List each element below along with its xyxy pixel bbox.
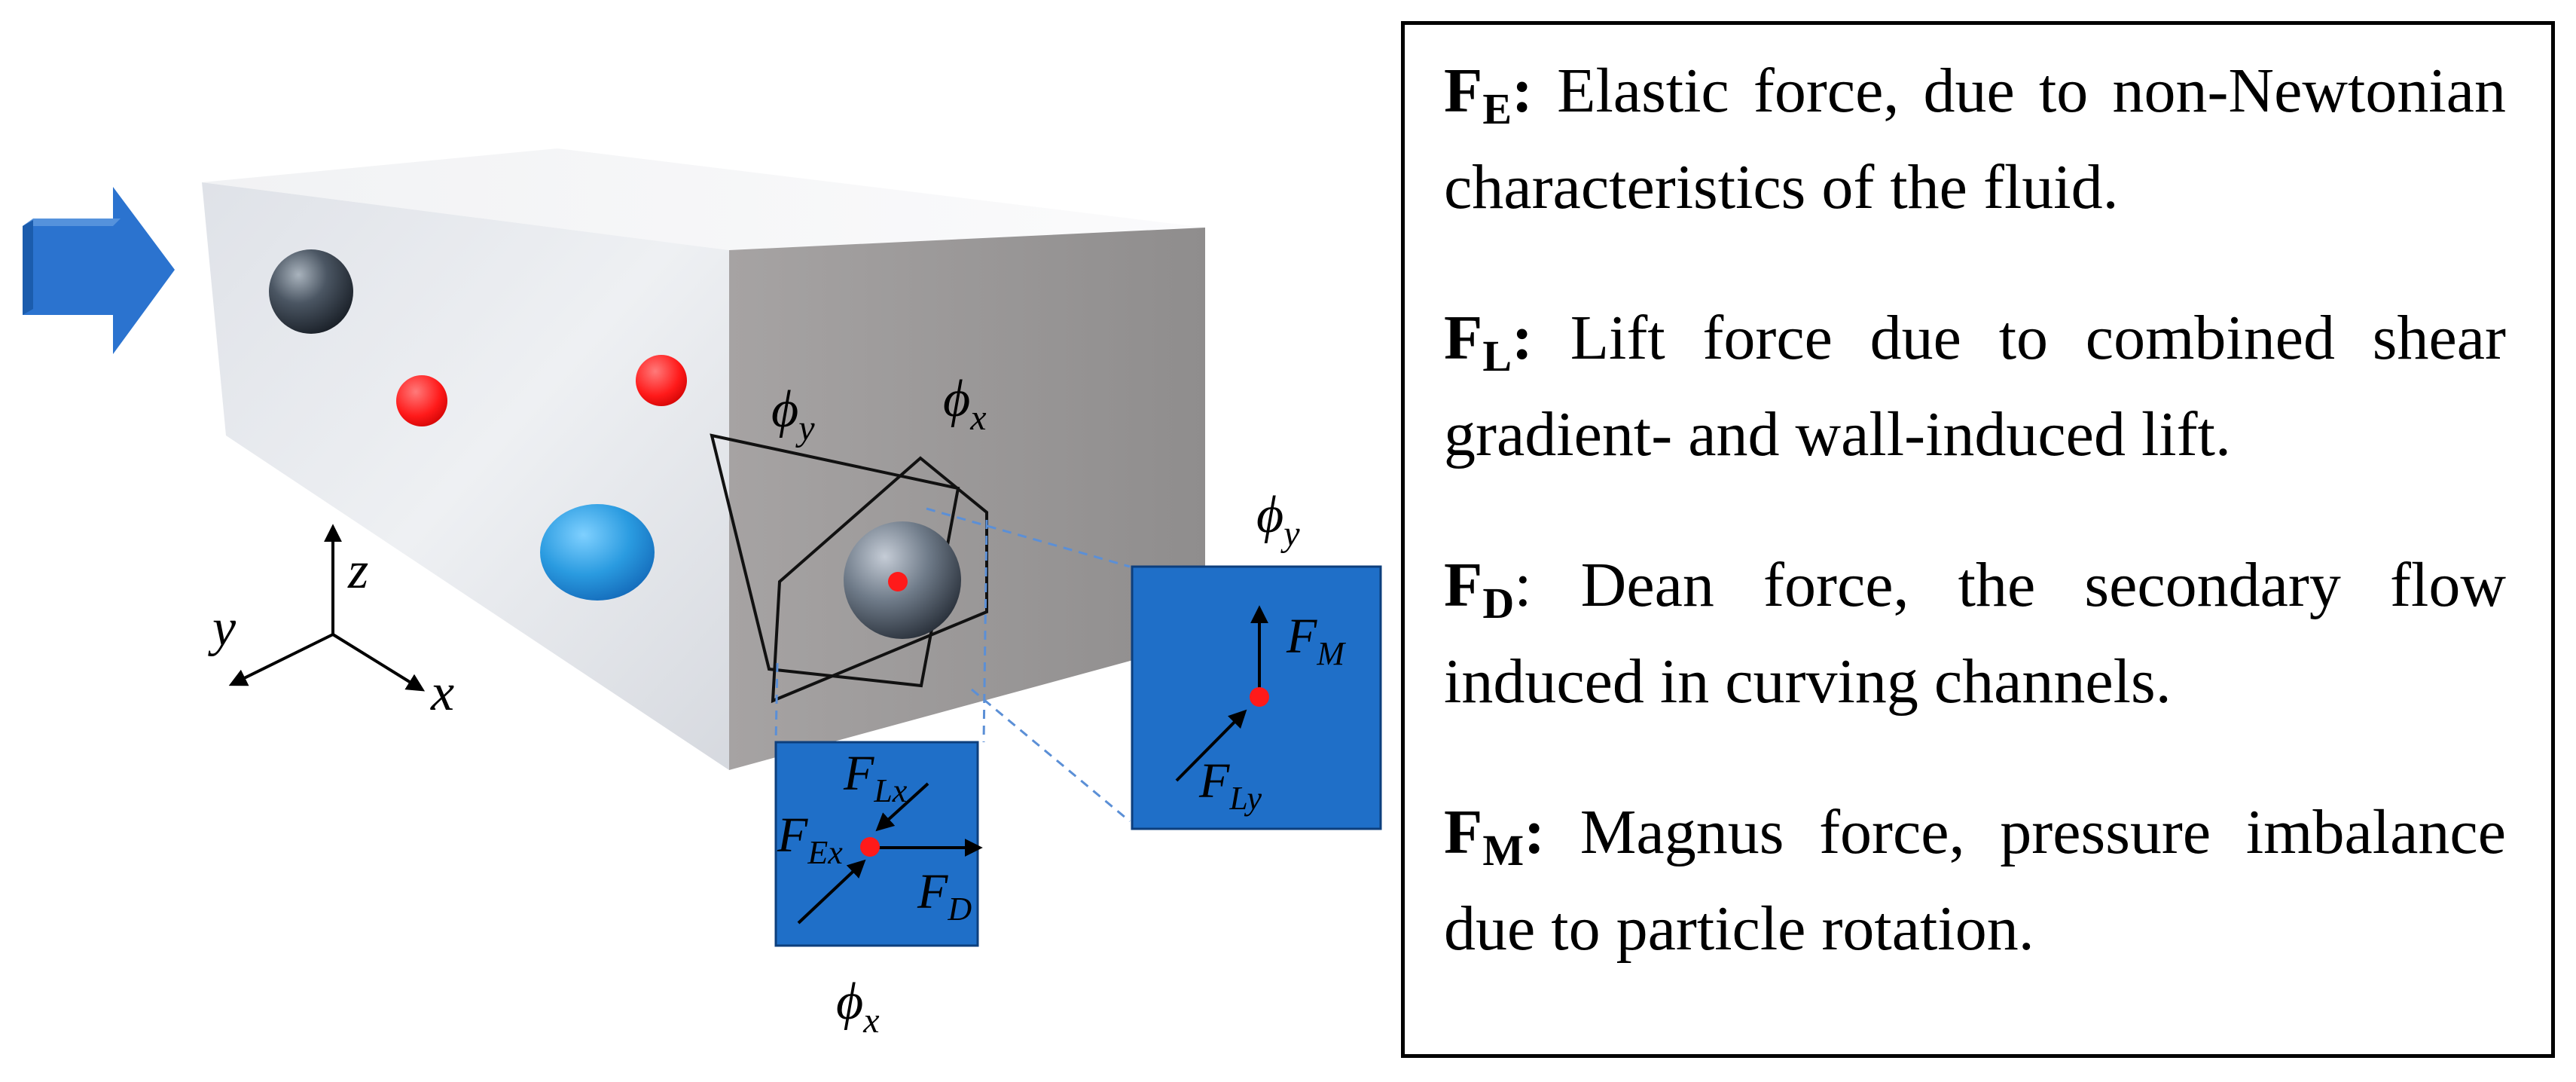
inset-phi-y-particle: [1250, 687, 1269, 707]
force-definitions-box: FE: Elastic force, due to non-Newtonian …: [1401, 21, 2555, 1058]
flow-arrow-icon: [23, 187, 175, 354]
channel-front-face: [202, 182, 729, 770]
channel-side-face: [729, 228, 1205, 770]
channel-top-face: [202, 148, 1205, 250]
inset-connectors: [774, 507, 1131, 823]
f-ex-label: FEx: [777, 808, 843, 871]
inset-phi-x: FLx FEx FD: [774, 741, 983, 947]
x-axis-label: x: [430, 664, 454, 722]
coordinate-axes: [228, 524, 426, 692]
blue-particle: [540, 504, 655, 601]
inset-phi-x-particle: [860, 837, 880, 857]
f-lx-arrow: [875, 782, 929, 832]
center-particle-marker: [888, 572, 908, 591]
phi-y-label-top: ϕy: [771, 381, 815, 448]
phi-x-plane: [771, 456, 988, 704]
f-m-label: FM: [1286, 609, 1346, 672]
phi-x-label-top: ϕx: [943, 370, 987, 438]
channel-diagram: ϕy ϕx FLx FEx FD ϕx FM FLy: [23, 148, 1382, 1041]
channel-box: [202, 148, 1205, 770]
definition-fd: FD: Dean force, the secondary flow induc…: [1444, 550, 2506, 717]
phi-x-label-inset: ϕx: [836, 973, 880, 1041]
inset-phi-y: FM FLy: [1131, 565, 1382, 830]
z-axis-label: z: [347, 542, 368, 600]
definition-fl: FL: Lift force due to combined shear gra…: [1444, 303, 2506, 469]
red-particle-left: [396, 375, 447, 426]
definition-fe: FE: Elastic force, due to non-Newtonian …: [1444, 56, 2506, 222]
y-axis-label: y: [208, 599, 237, 657]
red-particle-right: [636, 355, 687, 406]
phi-y-plane: [710, 433, 960, 688]
definition-fm: FM: Magnus force, pressure imbalance due…: [1444, 797, 2506, 964]
y-axis-line: [228, 633, 334, 686]
phi-planes: [710, 433, 988, 704]
f-ly-label: FLy: [1198, 753, 1262, 817]
phi-y-label-inset: ϕy: [1256, 486, 1300, 554]
dark-particle: [269, 249, 353, 334]
f-ly-arrow: [1175, 709, 1247, 782]
f-d-label: FD: [917, 864, 972, 928]
f-lx-label: FLx: [843, 746, 908, 809]
f-ex-arrow: [797, 859, 866, 925]
x-axis-line: [331, 633, 426, 692]
